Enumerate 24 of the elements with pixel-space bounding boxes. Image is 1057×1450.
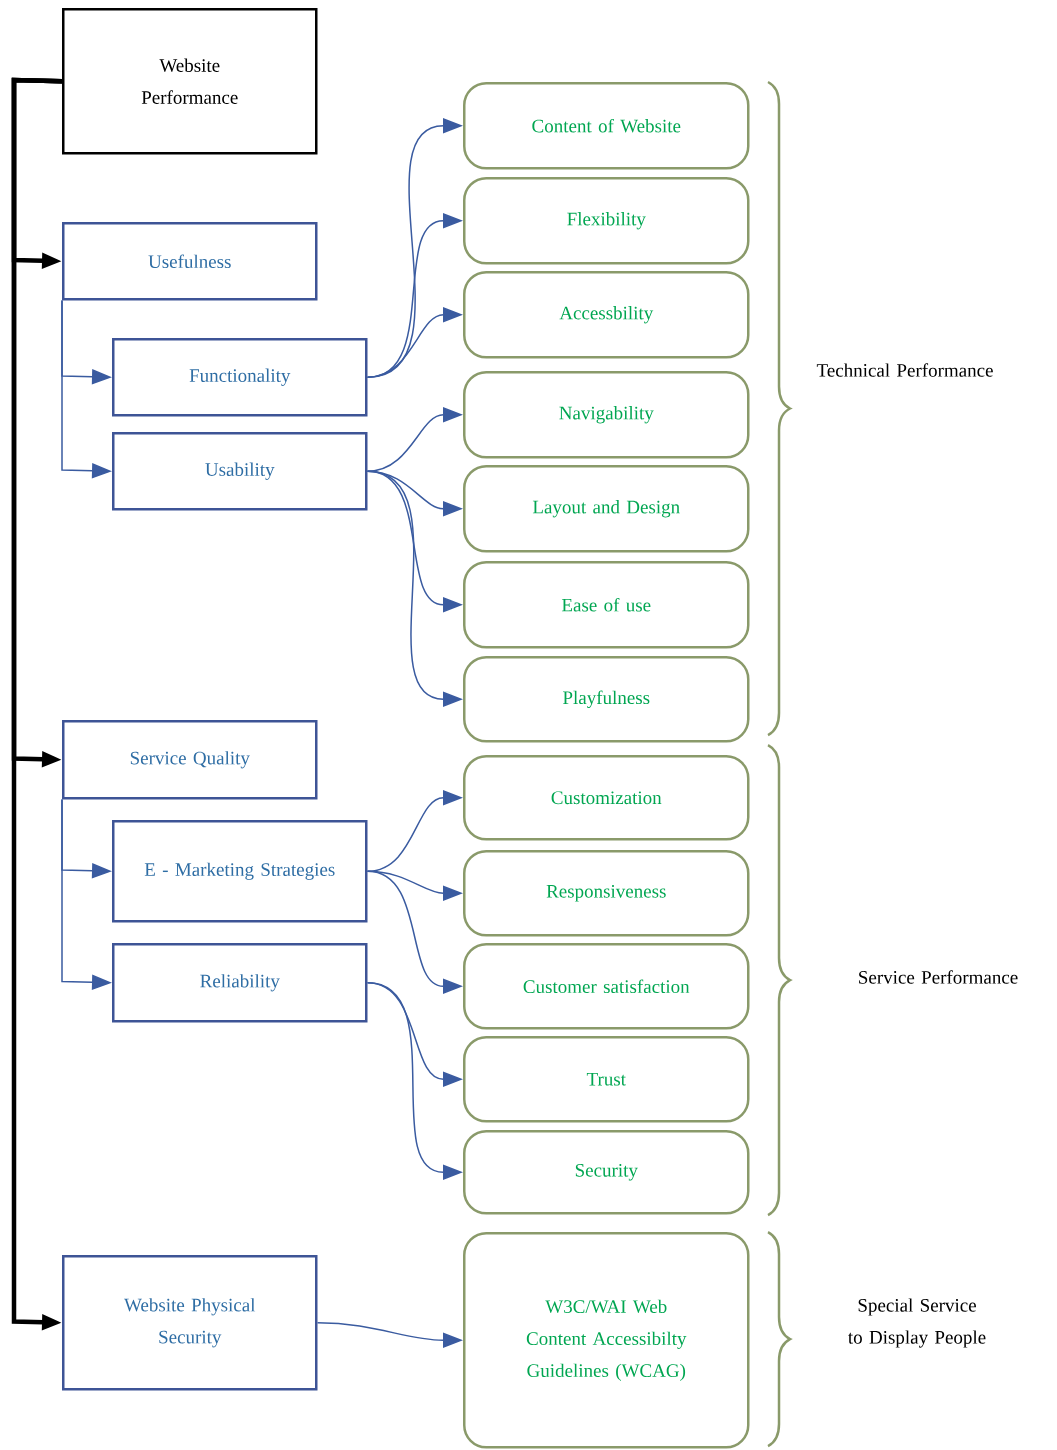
factor-box: Customer satisfaction — [463, 943, 750, 1030]
group-label: Service Performance — [859, 970, 1018, 984]
factor-box: W3C/WAI Web Content Accessibilty Guidelines (WCAG) — [463, 1232, 750, 1449]
factor-box: Security — [463, 1130, 750, 1215]
factor-box: Flexibility — [463, 177, 750, 265]
factor-box: Content of Website — [463, 82, 750, 170]
factor-box: Layout and Design — [463, 465, 750, 553]
factor-box: Playfulness — [463, 656, 750, 743]
category-box: Usefulness — [62, 222, 318, 301]
factor-box: Ease of use — [463, 561, 750, 649]
group-label: Technical Performance — [816, 363, 993, 377]
category-box: E - Marketing Strategies — [112, 820, 368, 923]
factor-box: Accessbility — [463, 271, 750, 359]
category-box: Website Physical Security — [62, 1255, 318, 1391]
factor-box: Customization — [463, 755, 750, 841]
title-box: Website Performance — [62, 8, 318, 155]
factor-box: Responsiveness — [463, 850, 750, 937]
factor-box: Trust — [463, 1036, 750, 1123]
category-box: Service Quality — [62, 720, 318, 800]
category-box: Functionality — [112, 338, 368, 417]
category-box: Reliability — [112, 943, 368, 1023]
factor-box: Navigability — [463, 371, 750, 459]
group-label: Special Service to Display People — [848, 1298, 986, 1348]
category-box: Usability — [112, 432, 368, 511]
